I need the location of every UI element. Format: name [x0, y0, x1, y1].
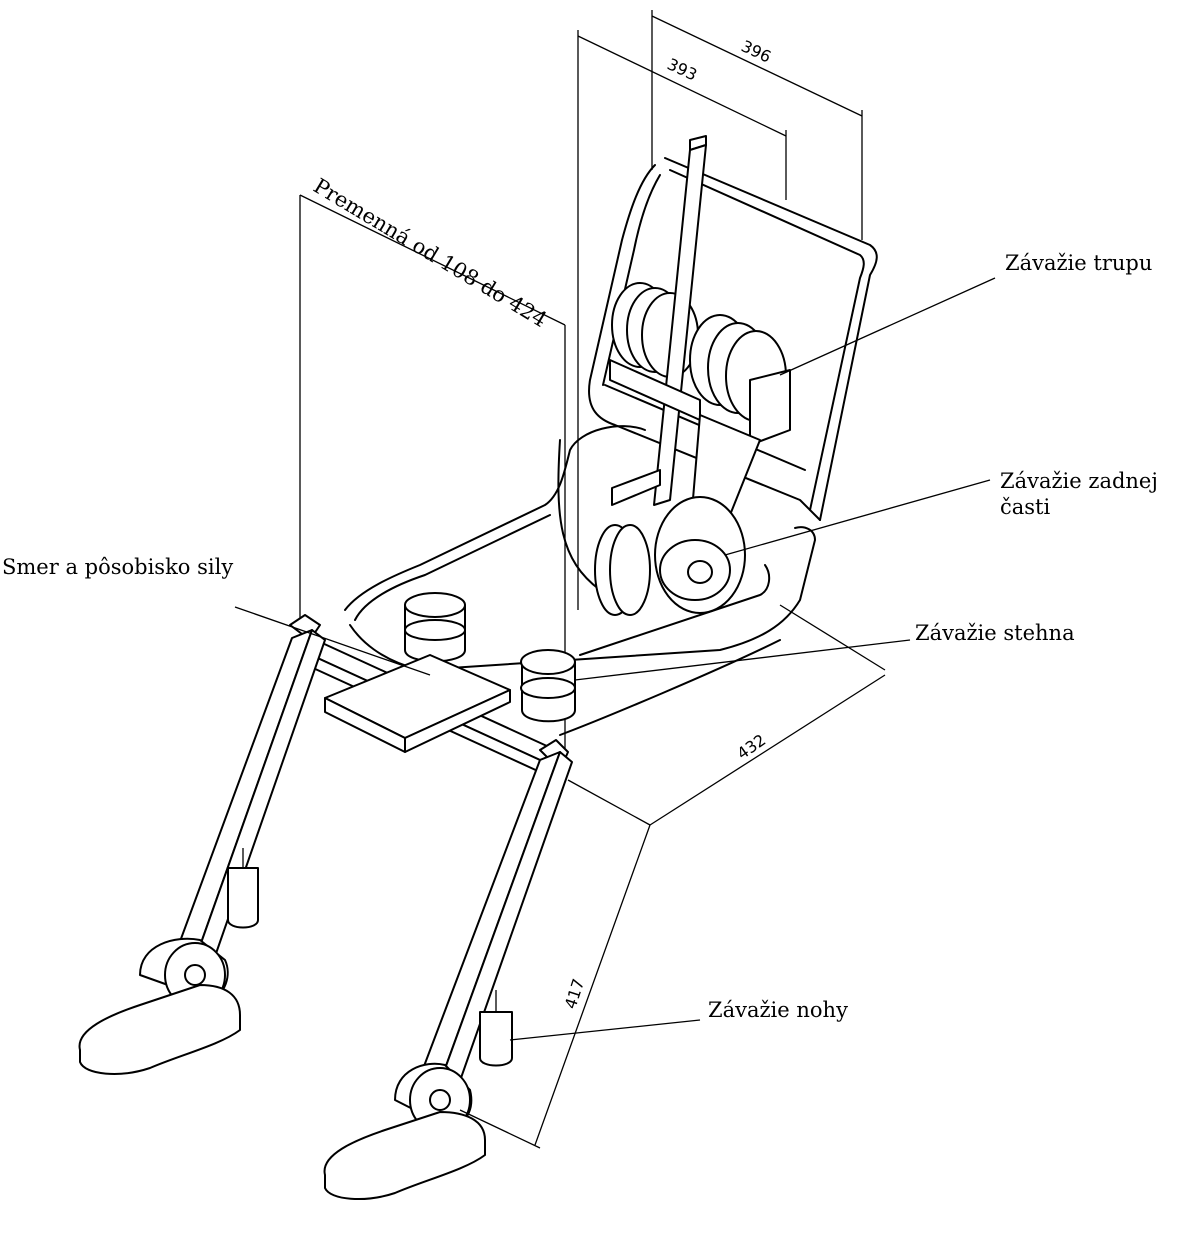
label-leg-weight: Závažie nohy: [708, 998, 848, 1022]
dimension-width-lines: [577, 10, 863, 610]
thigh-weights: [404, 592, 576, 723]
rear-weight-wheel: [594, 496, 746, 616]
dimension-depth-lines: [567, 604, 886, 826]
label-rear-weight-line1: Závažie zadnej: [1000, 469, 1158, 493]
right-leg: [323, 739, 573, 1200]
leader-lines: [234, 277, 996, 1041]
label-variable-range: Premenná od 108 do 424: [309, 174, 551, 332]
label-force-direction: Smer a pôsobisko sily: [2, 555, 233, 579]
dim-432: 432: [733, 730, 769, 763]
label-rear-weight-line2: časti: [1000, 495, 1050, 519]
label-torso-weight: Závažie trupu: [1005, 251, 1152, 275]
dim-396: 396: [738, 36, 774, 66]
seat-pan: [344, 425, 816, 736]
left-leg: [78, 614, 326, 1075]
label-thigh-weight: Závažie stehna: [915, 621, 1075, 645]
dim-417: 417: [561, 976, 589, 1011]
hip-crossbar: [299, 641, 561, 773]
dimension-leg-lines: [459, 824, 651, 1149]
